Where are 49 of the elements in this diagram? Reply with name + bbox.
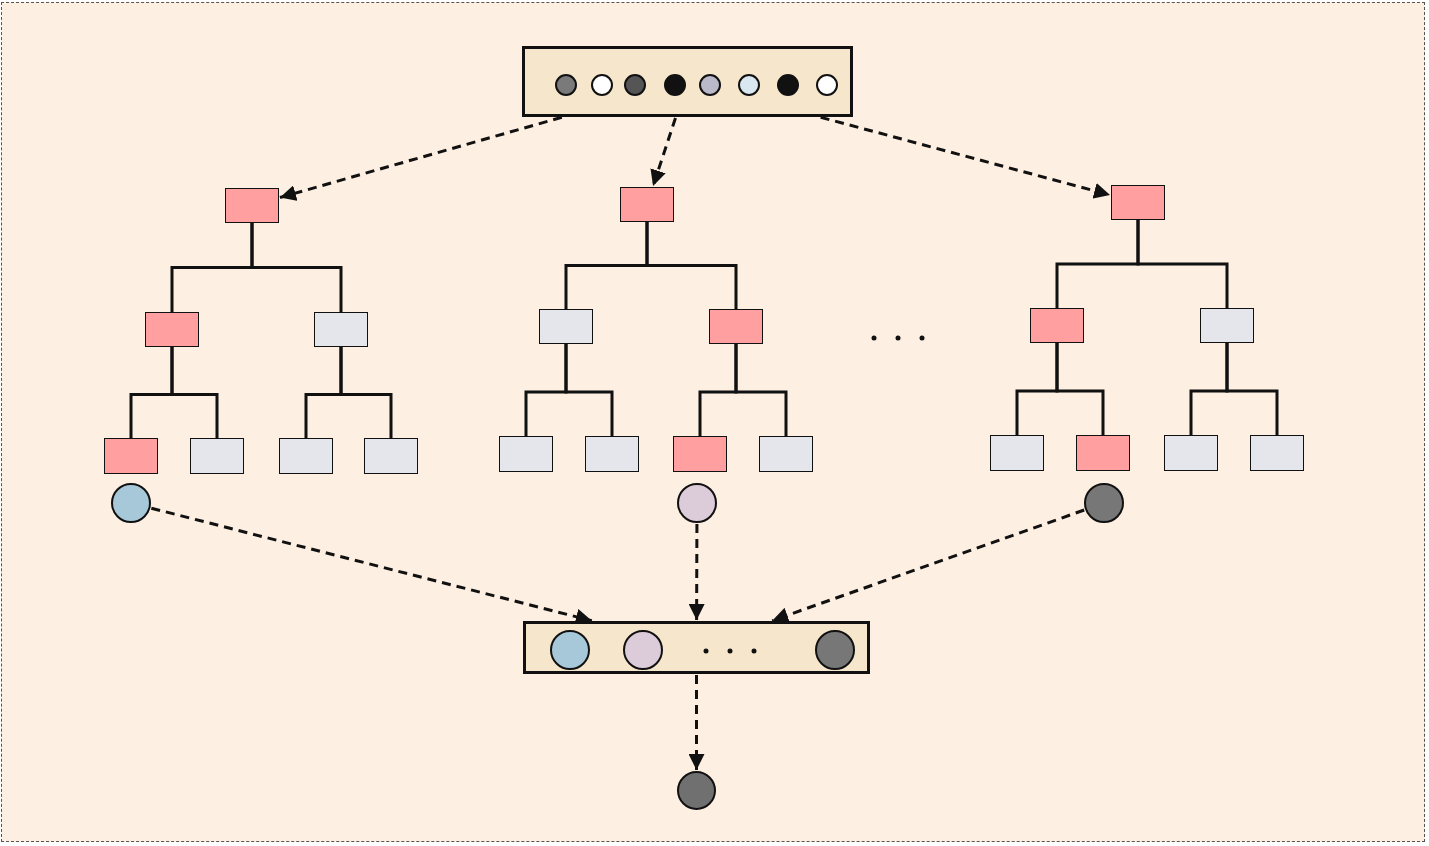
sample-circle [624, 74, 646, 96]
arrow [650, 117, 677, 187]
tree-node-box [1250, 435, 1304, 471]
tree-node-box [539, 309, 593, 344]
arrow [820, 115, 1111, 199]
vector-bar [522, 46, 853, 117]
tree-node-box [1164, 435, 1218, 471]
sample-circle [664, 74, 686, 96]
tree-node-box [279, 438, 333, 474]
tree-node-box [499, 436, 553, 472]
arrow [771, 508, 1085, 623]
arrow [688, 675, 705, 770]
tree-branch-line [564, 344, 614, 436]
tree-node-box [709, 309, 763, 344]
tree-branch-line [1136, 220, 1229, 308]
tree-branch-line [734, 344, 788, 436]
tree-node-box [1076, 435, 1130, 471]
tree-branch-line [1055, 343, 1105, 435]
tree-branch-line [1225, 343, 1279, 435]
tree-branch-line [339, 347, 393, 438]
sample-circle [591, 74, 613, 96]
sample-circle [738, 74, 760, 96]
tree-node-box [1200, 308, 1254, 343]
arrow [688, 524, 705, 620]
tree-node-box [190, 438, 244, 474]
tree-node-box [314, 312, 368, 347]
tree-branch-line [170, 347, 219, 438]
tree-node-box [104, 438, 158, 474]
arrow [279, 115, 563, 201]
sample-circle [550, 630, 590, 670]
tree-node-box [145, 312, 199, 347]
tree-node-box [673, 436, 727, 472]
tree-branch-line [250, 223, 343, 312]
sample-circle [623, 630, 663, 670]
tree-node-box [990, 435, 1044, 471]
tree-node-box [225, 188, 279, 223]
tree-node-box [620, 187, 674, 222]
tree-node-box [585, 436, 639, 472]
sample-circle [777, 74, 799, 96]
tree-node-box [1111, 185, 1165, 220]
tree-node-box [759, 436, 813, 472]
tree-branch-line [645, 222, 738, 309]
sample-circle [555, 74, 577, 96]
sample-circle [816, 74, 838, 96]
vector-bar [523, 621, 870, 674]
tree-node-box [364, 438, 418, 474]
sample-circle [815, 630, 855, 670]
tree-node-box [1030, 308, 1084, 343]
sample-circle [699, 74, 721, 96]
